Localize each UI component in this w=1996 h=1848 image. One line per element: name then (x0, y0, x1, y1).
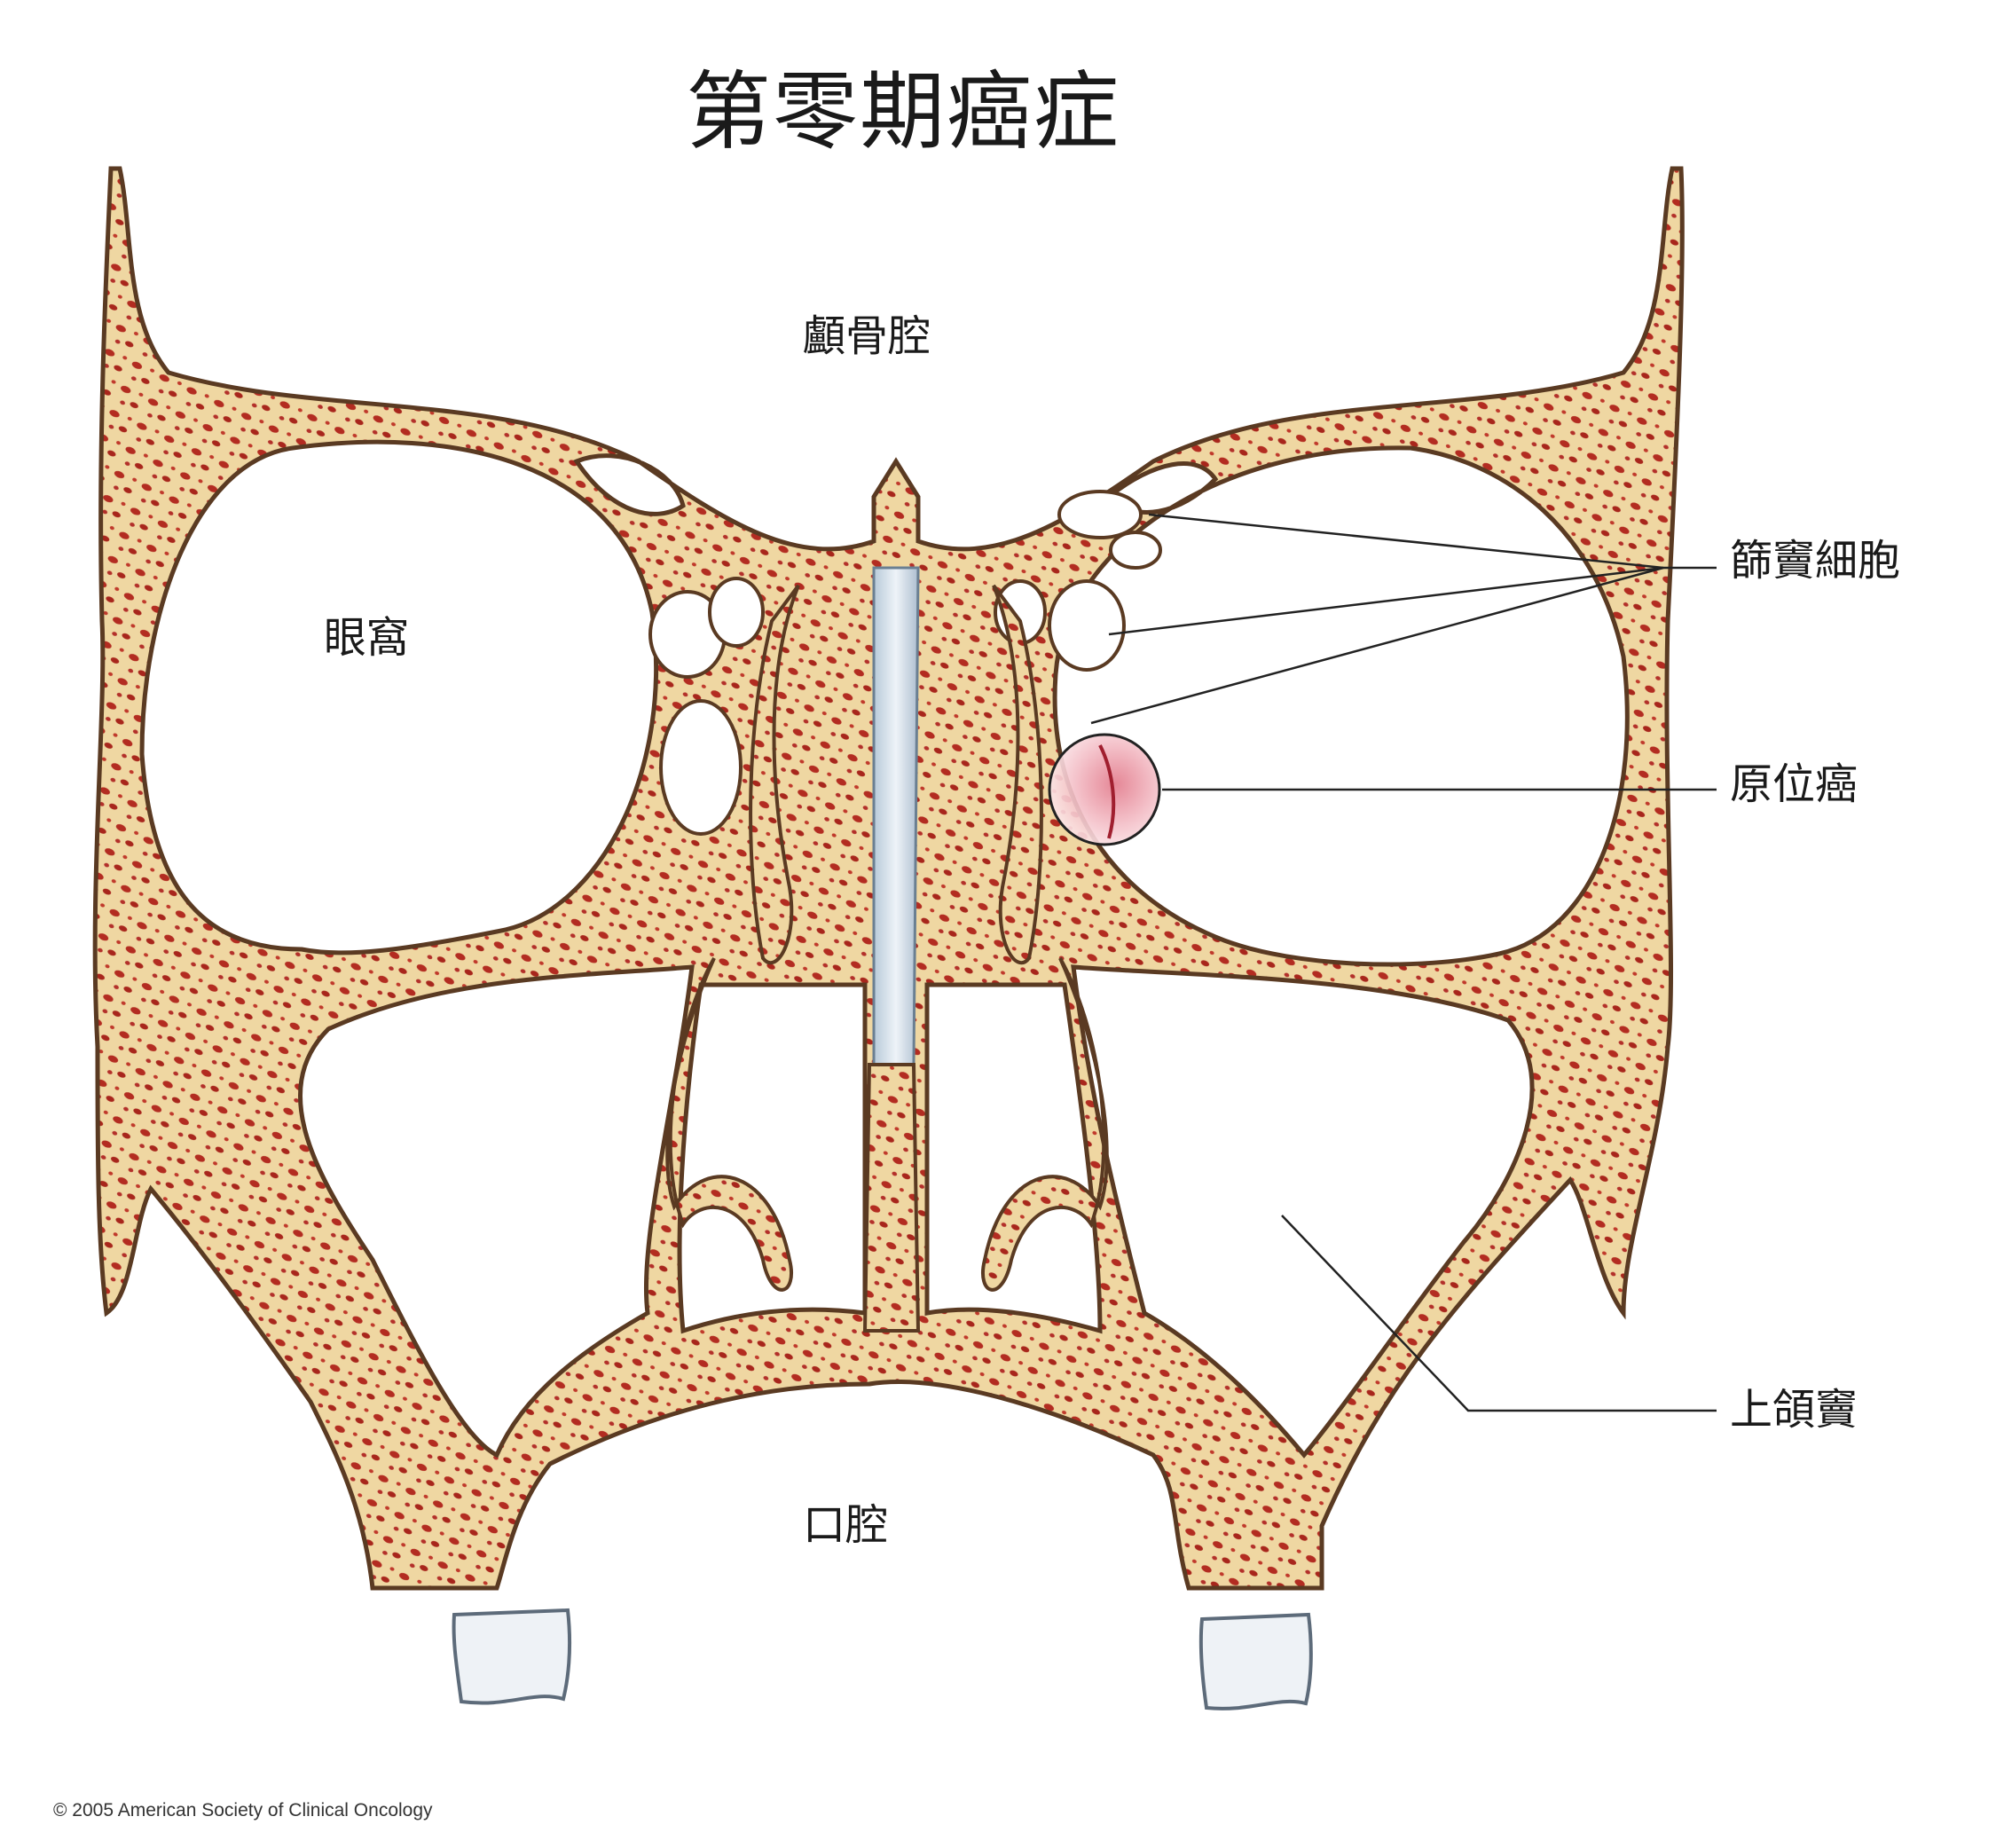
nasal-turbinates (665, 584, 1109, 1292)
right-tooth (1198, 1612, 1313, 1710)
nasal-septum-cartilage (872, 566, 920, 1066)
left-tooth (452, 1608, 572, 1705)
label-maxillary-sinus: 上頜竇 (1730, 1385, 1858, 1435)
label-cranial-cavity: 顱骨腔 (803, 311, 931, 361)
label-orbit: 眼窩 (324, 613, 410, 663)
leader-lines (1090, 513, 1717, 1412)
label-carcinoma-in-situ: 原位癌 (1730, 759, 1858, 809)
copyright-notice: © 2005 American Society of Clinical Onco… (53, 1800, 433, 1820)
carcinoma-in-situ-marker (1048, 733, 1161, 846)
page-title: 第零期癌症 (686, 62, 1120, 161)
label-oral-cavity: 口腔 (803, 1500, 889, 1550)
nasal-septum-bone (862, 1063, 921, 1333)
label-ethmoid-cells: 篩竇細胞 (1730, 536, 1901, 586)
